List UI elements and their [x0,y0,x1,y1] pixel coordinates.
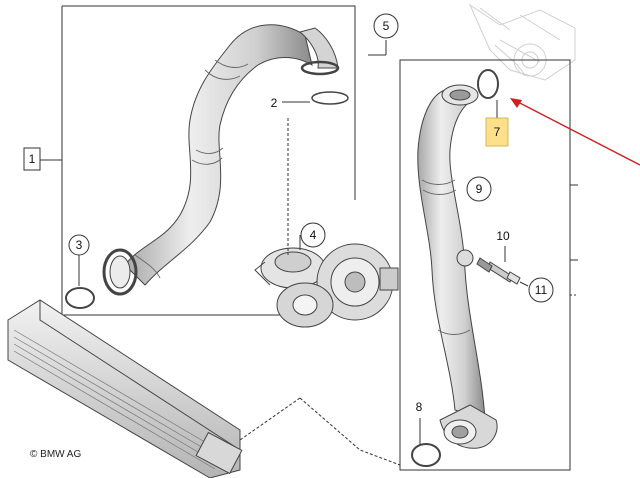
callout-4: 4 [300,222,326,248]
callout-3: 3 [68,234,90,256]
callout-9: 9 [466,176,492,202]
engine-background-ghost [468,3,576,81]
red-pointer-arrow [510,98,640,166]
callout-5: 5 [373,13,399,39]
leader-lines [38,40,529,466]
callout-11: 11 [528,277,554,303]
callout-10-label: 10 [496,229,510,243]
callout-9-label: 9 [476,182,483,196]
seal-ring-2 [311,91,349,105]
panel-frame-right [399,59,571,471]
callout-7-label: 7 [494,125,501,139]
callout-10: 10 [491,226,515,246]
callout-3-label: 3 [76,238,83,252]
seal-ring-5 [300,60,340,76]
hose-clamp-lower [102,248,138,296]
callout-2: 2 [266,92,282,114]
callout-5-label: 5 [383,19,390,33]
callout-8-label: 8 [416,400,423,414]
callout-2-label: 2 [271,96,278,110]
seal-ring-7 [477,69,499,99]
intercooler [7,299,243,478]
callout-4-label: 4 [310,228,317,242]
seal-ring-8 [411,443,441,467]
callout-8: 8 [411,396,427,418]
copyright-label: © BMW AG [30,449,82,460]
callout-11-label: 11 [535,283,548,297]
sensor-10 [476,257,521,285]
turbocharger [254,243,399,328]
seal-ring-3 [65,287,95,309]
charge-air-hose-9 [417,84,498,449]
callout-1-label: 1 [29,152,36,166]
callout-1: 1 [23,147,41,171]
callout-7: 7 [485,117,509,147]
